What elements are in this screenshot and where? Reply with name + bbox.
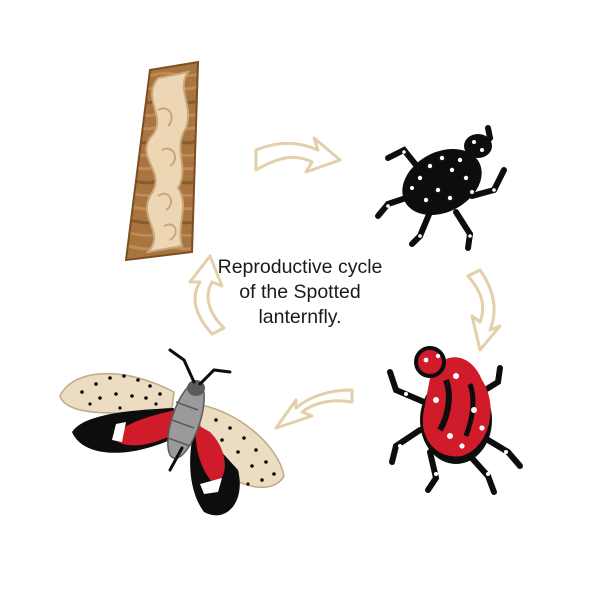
red-nymph-icon bbox=[387, 346, 523, 495]
cycle-arrow-icon bbox=[254, 136, 342, 174]
caption-line: of the Spotted bbox=[239, 281, 361, 303]
caption-line: Reproductive cycle bbox=[217, 256, 383, 278]
cycle-arrow-icon bbox=[188, 254, 226, 336]
diagram-caption: Reproductive cycle of the Spotted lanter… bbox=[195, 255, 405, 330]
caption-line: lanternfly. bbox=[258, 306, 342, 328]
cycle-arrow-icon bbox=[274, 388, 354, 430]
black-nymph-icon bbox=[375, 125, 507, 251]
adult-lanternfly-icon bbox=[59, 348, 285, 516]
egg-mass-on-bark-icon bbox=[124, 60, 200, 262]
cycle-arrow-icon bbox=[466, 268, 502, 352]
